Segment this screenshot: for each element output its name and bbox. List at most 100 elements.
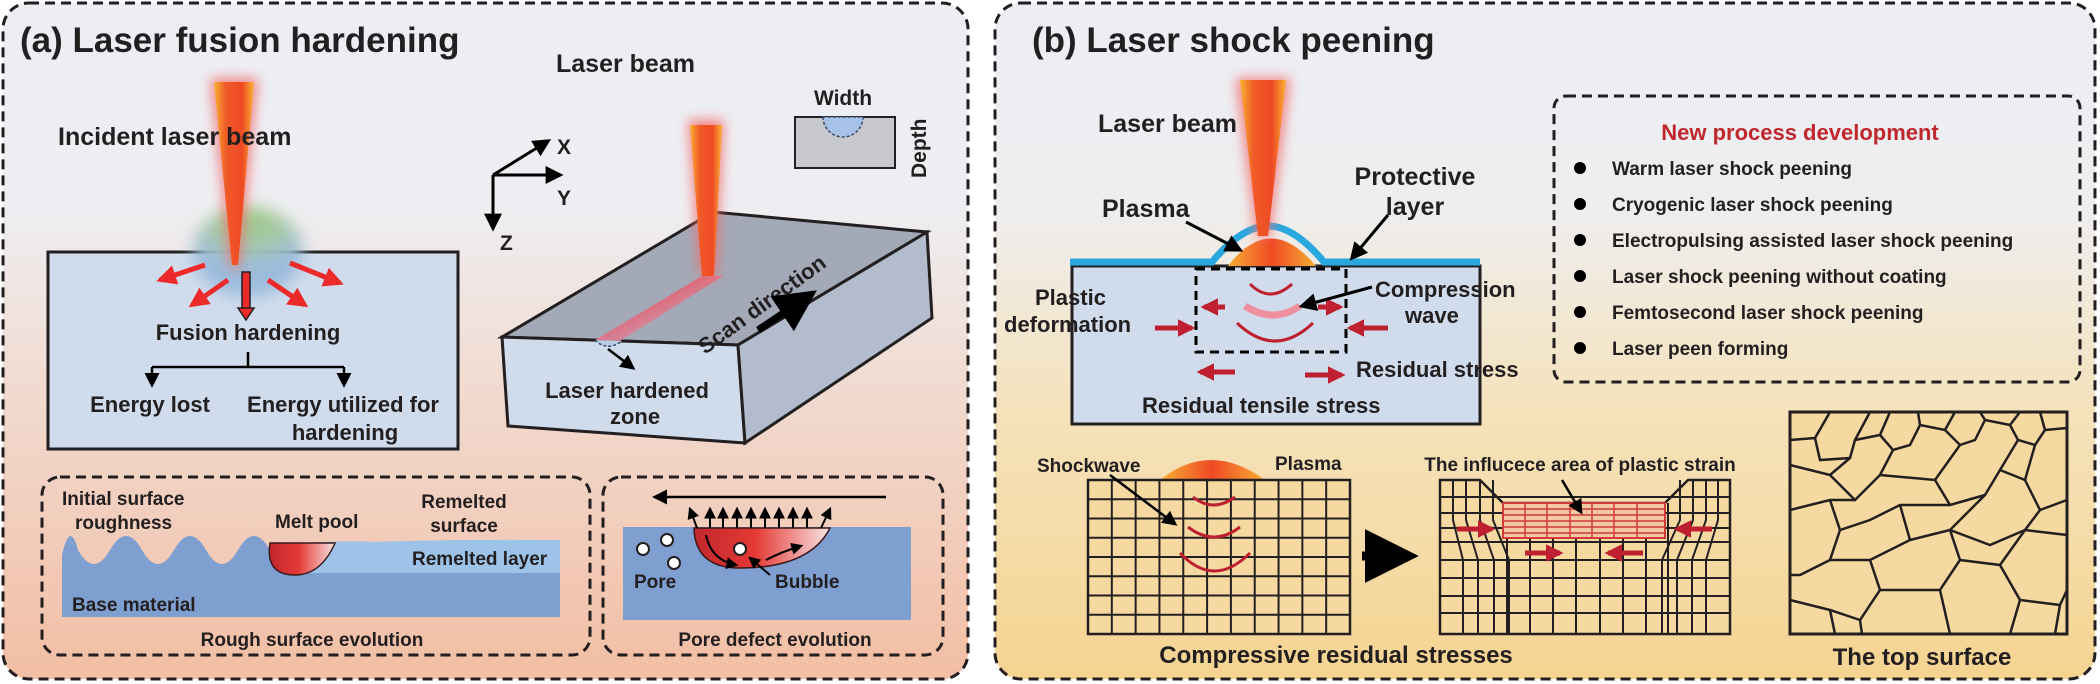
pore-label: Pore (634, 572, 676, 593)
process-item: Electropulsing assisted laser shock peen… (1612, 231, 2013, 252)
grain-boundary (1879, 411, 1922, 452)
remelted-surface-label: Remelted (421, 492, 507, 513)
process-item: Warm laser shock peening (1612, 159, 1852, 180)
gas-escape-arrows (687, 506, 832, 529)
compressive-stress-diagram: Shockwave Plasma The influcece area of p… (1037, 454, 1736, 669)
process-item: Cryogenic laser shock peening (1612, 195, 1893, 216)
laser-beam-label-a: Laser beam (556, 50, 695, 78)
bullet-icon (1574, 342, 1586, 354)
remelted-layer-label: Remelted layer (412, 549, 548, 570)
energy-arrows (156, 260, 344, 308)
bubble-label: Bubble (775, 572, 839, 593)
process-item: Femtosecond laser shock peening (1612, 303, 1923, 324)
bullet-icon (1574, 270, 1586, 282)
remelted-layer (275, 539, 560, 573)
shockwaves (1178, 495, 1252, 573)
residual-stress-label: Residual stress (1356, 357, 1519, 382)
process-item: Laser peen forming (1612, 339, 1788, 360)
bullet-icon (1574, 162, 1586, 174)
stress-arrows (1155, 298, 1388, 384)
bubble (733, 542, 747, 556)
pores (636, 533, 747, 570)
laser-beam-b (1240, 80, 1286, 236)
plasma-dome (1228, 238, 1316, 266)
compression-waves (1235, 282, 1315, 343)
bullet-icon (1574, 234, 1586, 246)
lsp-schematic: Laser beam Plasma Protective layer Plast… (1004, 78, 1519, 426)
plastic-deformation-label-2: deformation (1004, 312, 1131, 337)
grid-after (1438, 478, 1732, 636)
protective-layer-label-2: layer (1386, 193, 1445, 221)
rough-surface-caption: Rough surface evolution (201, 630, 424, 651)
process-item: Laser shock peening without coating (1612, 267, 1947, 288)
bullet-icon (1574, 306, 1586, 318)
initial-roughness-label-2: roughness (75, 513, 172, 534)
grain-region (1788, 410, 2069, 636)
hardened-zone-label-2: zone (610, 404, 660, 429)
grain-boundary (2008, 599, 2022, 635)
pore-defect-evolution: Pore Bubble Pore defect evolution (601, 475, 945, 657)
energy-utilized-label-2: hardening (292, 420, 398, 445)
grain-boundary (1858, 559, 1882, 635)
remelted-surface-label-2: surface (430, 516, 498, 537)
laser-beam-label-b: Laser beam (1098, 110, 1237, 138)
branch-arrows (144, 352, 352, 388)
hardened-zone-label: Laser hardened (545, 378, 709, 403)
plastic-deformation-label: Plastic (1035, 285, 1106, 310)
incident-laser-beam (214, 82, 254, 265)
rough-surface-evolution: Initial surface roughness Melt pool Reme… (40, 475, 592, 657)
axis-x-label: X (557, 136, 571, 159)
grain-boundary (1944, 411, 1987, 447)
axis-z-label: Z (500, 232, 513, 255)
energy-lost-label: Energy lost (90, 392, 210, 417)
cross-section-inset: Width Depth (794, 87, 931, 179)
melt-pool-label: Melt pool (275, 512, 358, 533)
workpiece-block: Laser beam Scan direction Laser hardened… (496, 50, 934, 446)
grain-boundary (1998, 564, 2069, 607)
new-process-title: New process development (1661, 120, 1939, 145)
grain-boundary (1880, 529, 1962, 592)
bullet-icon (1574, 198, 1586, 210)
grain-boundary (1829, 449, 1895, 502)
width-label: Width (814, 87, 872, 110)
axis-y-label: Y (557, 187, 571, 210)
laser-beam-3d (690, 125, 722, 276)
plasma-label: Plasma (1102, 195, 1191, 223)
initial-roughness-label: Initial surface (62, 489, 185, 510)
influence-area-label: The influcece area of plastic strain (1424, 455, 1736, 476)
grain-boundary (1790, 529, 1842, 577)
panel-a: (a) Laser fusion hardening Incident lase… (1, 1, 970, 681)
top-surface-diagram: The top surface (1788, 410, 2069, 671)
grain-boundary (2053, 604, 2062, 635)
hardened-track (595, 276, 723, 341)
grain-boundaries (1789, 411, 2069, 635)
coordinate-axes (484, 139, 564, 232)
base-material-label: Base material (72, 595, 196, 616)
grain-boundary (2024, 528, 2068, 537)
grain-boundary (1938, 589, 1952, 635)
panel-b: (b) Laser shock peening (993, 1, 2097, 681)
block-side-face (736, 229, 934, 446)
panel-b-title: (b) Laser shock peening (1032, 21, 1435, 60)
grain-boundary (1828, 609, 1837, 635)
shockwave-label: Shockwave (1037, 456, 1141, 477)
depth-label: Depth (908, 119, 931, 179)
heat-affected-zone (193, 207, 303, 297)
plastic-zone-box (1194, 267, 1348, 354)
top-surface-caption: The top surface (1833, 644, 2012, 671)
compression-wave-label-2: wave (1404, 303, 1459, 328)
scan-direction-arrow (756, 290, 817, 333)
fusion-hardening-label: Fusion hardening (156, 320, 341, 345)
panel-a-title: (a) Laser fusion hardening (20, 21, 460, 60)
grain-boundary (2044, 426, 2068, 432)
fusion-hardening-schematic: Incident laser beam Fusion hardening Ene… (46, 78, 460, 451)
grain-boundary (1949, 509, 2041, 547)
grain-boundary (1828, 499, 1950, 532)
protective-layer-label: Protective (1355, 163, 1476, 191)
incident-laser-label: Incident laser beam (58, 123, 291, 151)
melt-pool (268, 542, 337, 576)
energy-utilized-label: Energy utilized for (247, 392, 439, 417)
grid-plasma-label: Plasma (1275, 454, 1342, 475)
